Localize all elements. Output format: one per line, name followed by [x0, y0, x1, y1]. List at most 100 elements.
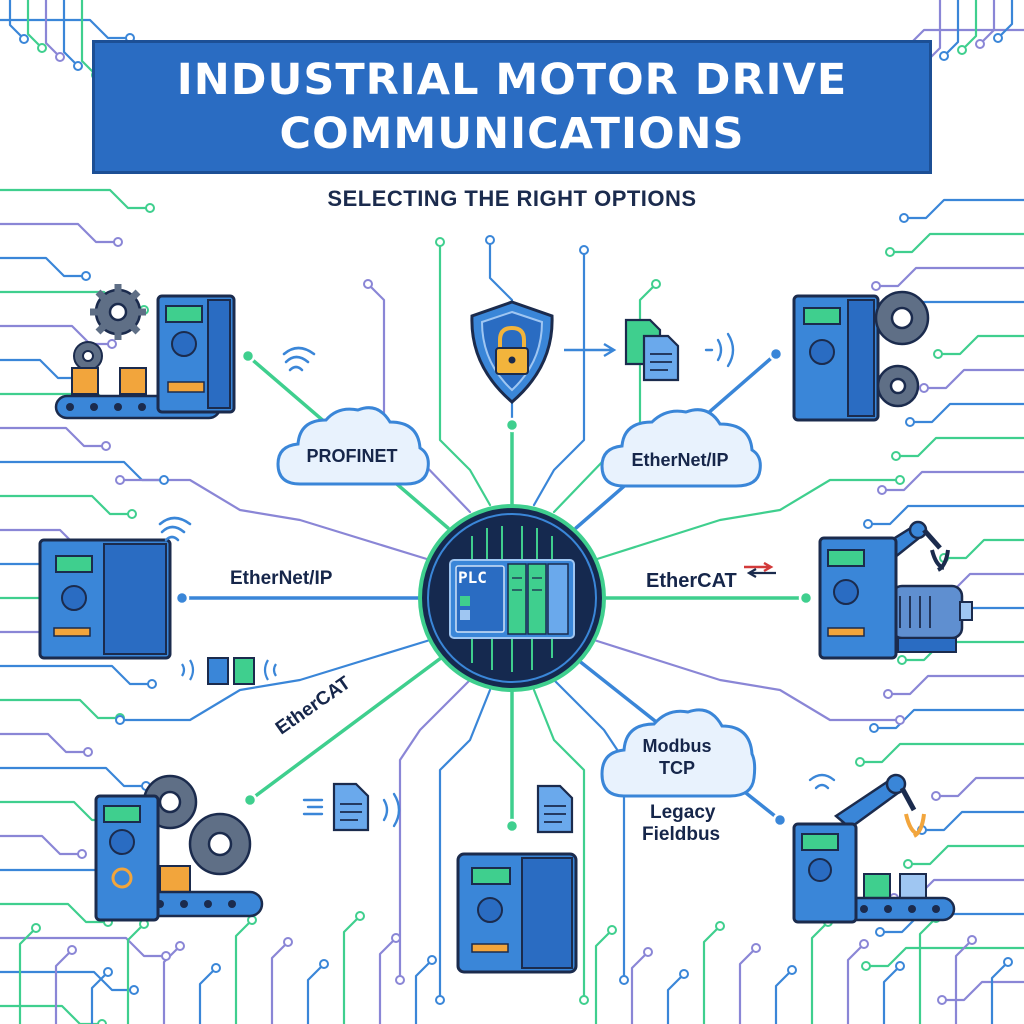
- circuit-pad: [145, 203, 155, 213]
- circuit-pad: [1003, 957, 1013, 967]
- motor-drive-icon: [156, 294, 236, 414]
- circuit-pad: [363, 279, 373, 289]
- circuit-pad: [579, 245, 589, 255]
- ethernetip-left-label: EtherNet/IP: [230, 568, 333, 589]
- drive-left-middle: [38, 538, 172, 660]
- circuit-trace: [54, 948, 74, 1024]
- motor-icon: [890, 584, 973, 653]
- motor-drive-icon: [792, 294, 880, 422]
- circuit-trace: [738, 946, 758, 1024]
- cloud-icon: [600, 408, 762, 488]
- circuit-pad: [877, 485, 887, 495]
- circuit-trace: [162, 944, 182, 1024]
- circuit-pad: [129, 985, 139, 995]
- circuit-trace: [126, 922, 146, 1024]
- circuit-trace: [0, 664, 154, 686]
- circuit-trace: [630, 950, 650, 1024]
- circuit-pad: [73, 61, 83, 71]
- circuit-trace: [552, 678, 626, 982]
- circuit-pad: [579, 995, 589, 1005]
- circuit-trace: [934, 776, 1024, 798]
- circuit-trace: [438, 240, 492, 507]
- circuit-pad: [31, 923, 41, 933]
- circuit-pad: [875, 927, 885, 937]
- circuit-trace: [996, 0, 1014, 40]
- title-banner: INDUSTRIAL MOTOR DRIVE COMMUNICATIONS: [92, 40, 932, 174]
- circuit-pad: [993, 33, 1003, 43]
- circuit-trace: [878, 912, 1024, 934]
- circuit-pad: [81, 271, 91, 281]
- circuit-trace: [0, 766, 148, 788]
- title-line-1: INDUSTRIAL MOTOR DRIVE: [176, 55, 848, 105]
- document-icon: [332, 782, 370, 832]
- circuit-trace: [942, 538, 1024, 560]
- drive-gears-top-right: [792, 290, 930, 422]
- circuit-trace: [894, 436, 1024, 458]
- wireless-icon: [808, 773, 836, 790]
- circuit-pad: [115, 715, 125, 725]
- circuit-trace: [0, 256, 88, 278]
- data-transfer-arrow: [564, 342, 617, 358]
- circuit-pad: [751, 943, 761, 953]
- gear-icon: [874, 290, 930, 408]
- circuit-trace: [846, 942, 866, 1024]
- circuit-pad: [211, 963, 221, 973]
- circuit-pad: [891, 451, 901, 461]
- circuit-trace: [198, 966, 218, 1024]
- circuit-trace: [594, 928, 614, 1024]
- circuit-trace: [942, 0, 960, 58]
- circuit-pad: [319, 959, 329, 969]
- circuit-trace: [936, 334, 1024, 356]
- circuit-pad: [679, 969, 689, 979]
- wireless-icon: [282, 346, 316, 372]
- circuit-pad: [83, 747, 93, 757]
- circuit-trace: [592, 478, 902, 562]
- circuit-pad: [19, 34, 29, 44]
- circuit-pad: [897, 655, 907, 665]
- circuit-pad: [175, 941, 185, 951]
- motor-drive-icon: [818, 536, 898, 660]
- circuit-trace: [62, 0, 80, 68]
- circuit-trace: [908, 402, 1024, 424]
- circuit-trace: [702, 924, 722, 1024]
- circuit-pad: [37, 43, 47, 53]
- spoke-bottom-left: [248, 653, 447, 802]
- modbus-label-line-2: TCP: [659, 758, 695, 778]
- circuit-trace: [0, 222, 120, 244]
- modbus-label-line-1: Modbus: [642, 736, 712, 756]
- circuit-trace: [0, 902, 110, 924]
- wireless-icon: [158, 516, 192, 542]
- circuit-pad: [939, 51, 949, 61]
- gear-icon: [142, 774, 252, 876]
- circuit-trace: [438, 688, 492, 1002]
- circuit-pad: [933, 349, 943, 359]
- circuit-pad: [863, 519, 873, 529]
- profinet-label: PROFINET: [306, 446, 398, 466]
- circuit-pad: [391, 933, 401, 943]
- circuit-trace: [874, 266, 1024, 288]
- circuit-trace: [0, 188, 152, 210]
- ethercat-right-label: EtherCAT: [646, 570, 737, 592]
- circuit-pad: [643, 947, 653, 957]
- circuit-pad: [147, 679, 157, 689]
- io-module-icon: [181, 657, 277, 685]
- circuit-pad: [869, 723, 879, 733]
- circuit-pad: [77, 849, 87, 859]
- circuit-pad: [895, 961, 905, 971]
- gear-icon: [90, 284, 146, 340]
- circuit-trace: [0, 324, 114, 346]
- circuit-pad: [883, 689, 893, 699]
- circuit-trace: [398, 678, 472, 982]
- circuit-pad: [113, 237, 123, 247]
- circuit-pad: [67, 945, 77, 955]
- circuit-trace: [532, 248, 586, 507]
- circuit-pad: [895, 475, 905, 485]
- circuit-pad: [55, 52, 65, 62]
- circuit-pad: [435, 237, 445, 247]
- circuit-trace: [306, 962, 326, 1024]
- circuit-pad: [905, 417, 915, 427]
- circuit-trace: [990, 960, 1010, 1024]
- circuit-pad: [103, 967, 113, 977]
- conveyor-drive-bottom-left: [94, 774, 264, 922]
- circuit-pad: [283, 937, 293, 947]
